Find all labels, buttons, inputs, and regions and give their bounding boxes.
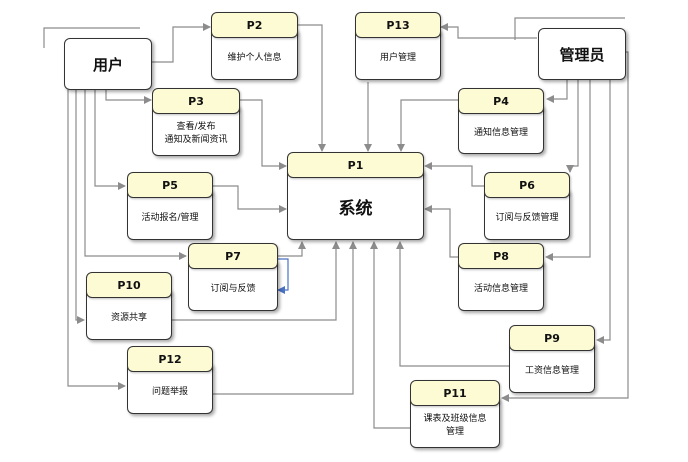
process-p11-label-line1: 课表及班级信息: [423, 414, 487, 424]
process-p10-id: P10: [86, 272, 172, 298]
process-p7-id: P7: [188, 243, 278, 269]
process-p11-id: P11: [410, 380, 500, 406]
entity-user-label: 用户: [92, 55, 123, 74]
process-p8[interactable]: P8 活动信息管理: [458, 243, 544, 311]
process-p1-system[interactable]: P1 系统: [287, 152, 424, 240]
process-p8-id: P8: [458, 243, 544, 269]
process-p3-label-line1: 查看/发布: [176, 122, 216, 132]
process-p3-label-line2: 通知及新闻资讯: [164, 135, 228, 145]
entity-user[interactable]: 用户: [64, 38, 152, 90]
process-p3-id: P3: [152, 88, 240, 114]
entity-admin-label: 管理员: [559, 45, 605, 64]
process-p2[interactable]: P2 维护个人信息: [211, 12, 298, 80]
process-p2-id: P2: [211, 12, 298, 38]
process-p13[interactable]: P13 用户管理: [355, 12, 441, 80]
process-p10[interactable]: P10 资源共享: [86, 272, 172, 340]
process-p12[interactable]: P12 问题举报: [127, 346, 213, 414]
process-p11[interactable]: P11 课表及班级信息 管理: [410, 380, 500, 448]
process-p1-label: 系统: [287, 168, 424, 240]
process-p7[interactable]: P7 订阅与反馈: [188, 243, 278, 311]
process-p5-id: P5: [127, 172, 213, 198]
process-p4-id: P4: [458, 88, 544, 114]
process-p6[interactable]: P6 订阅与反馈管理: [484, 172, 570, 240]
process-p3[interactable]: P3 查看/发布 通知及新闻资讯: [152, 88, 240, 156]
process-p6-id: P6: [484, 172, 570, 198]
process-p9-id: P9: [509, 325, 595, 351]
process-p1-id: P1: [287, 152, 424, 178]
process-p11-label-line2: 管理: [445, 427, 464, 437]
process-p13-id: P13: [355, 12, 441, 38]
process-p4[interactable]: P4 通知信息管理: [458, 88, 544, 154]
process-p9[interactable]: P9 工资信息管理: [509, 325, 595, 393]
process-p5[interactable]: P5 活动报名/管理: [127, 172, 213, 240]
process-p12-id: P12: [127, 346, 213, 372]
entity-admin[interactable]: 管理员: [538, 28, 626, 80]
